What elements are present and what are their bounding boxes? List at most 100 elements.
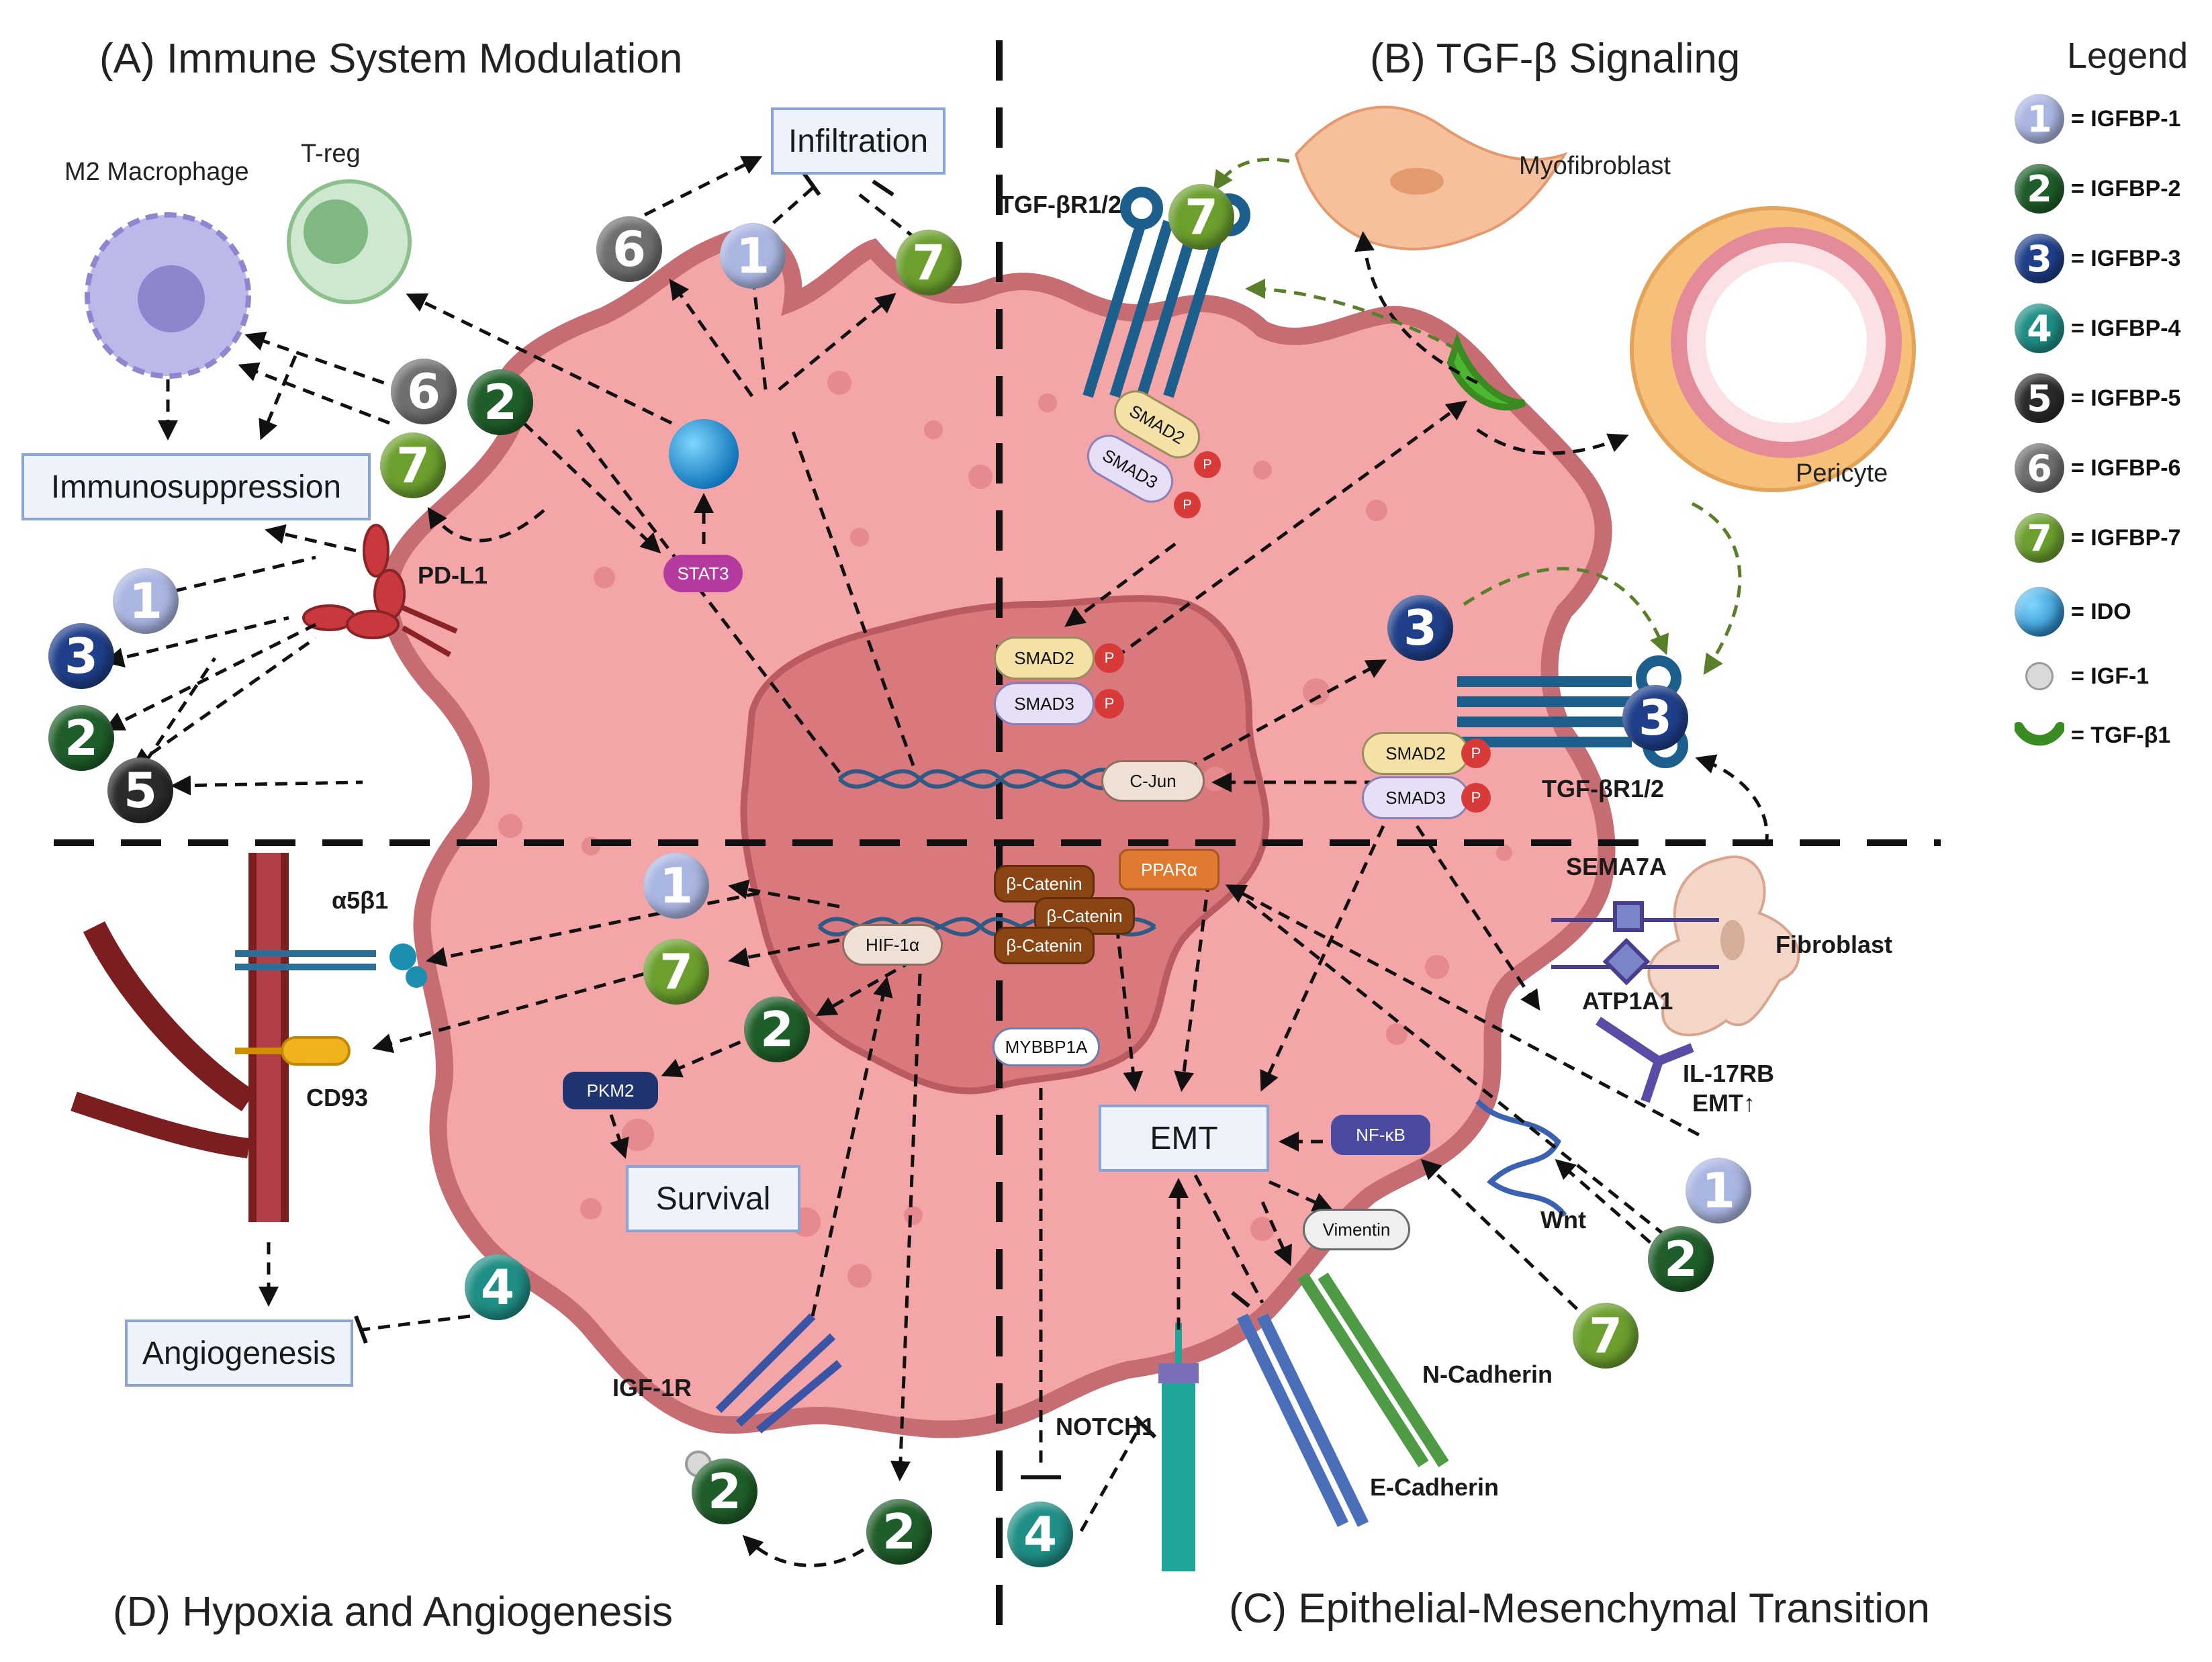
igfbp6-badge-macrophage: 6: [391, 359, 457, 424]
legend-item-ido: = IDO: [2015, 582, 2131, 642]
cd93-label: CD93: [306, 1084, 369, 1111]
phospho-right-1: P: [1461, 739, 1491, 768]
legend-ido-icon: [2015, 587, 2064, 637]
legend-label-6: = IGFBP-6: [2071, 455, 2181, 481]
igfbp2-badge-emt: 2: [1648, 1226, 1714, 1292]
smad3-nucleus-pill: SMAD3: [994, 682, 1095, 725]
legend-item-igfbp2: 2 = IGFBP-2: [2015, 158, 2180, 219]
legend-label-5: = IGFBP-5: [2071, 385, 2181, 411]
legend-item-igfbp5: 5 = IGFBP-5: [2015, 368, 2180, 428]
igfbp7-badge-infiltration: 7: [896, 230, 962, 295]
phospho-right-2: P: [1461, 783, 1491, 813]
fibroblast-cell: [1647, 856, 1800, 1037]
n-cadherin-label: N-Cadherin: [1422, 1360, 1553, 1388]
igfbp4-badge-notch: 4: [1007, 1502, 1073, 1567]
ppar-alpha-pill: PPARα: [1119, 849, 1219, 890]
legend-label-3: = IGFBP-3: [2071, 245, 2181, 271]
pericyte-vessel: [1630, 206, 1916, 492]
igfbp2-badge-hypoxia: 2: [866, 1499, 932, 1565]
e-cadherin: [1236, 1313, 1369, 1527]
notch1-label: NOTCH1: [1056, 1413, 1156, 1440]
igfbp4-badge-angiogenesis: 4: [465, 1254, 531, 1320]
legend-label-igf1: = IGF-1: [2071, 663, 2150, 689]
igfbp7-badge-macrophage: 7: [380, 432, 446, 498]
legend-label-1: = IGFBP-1: [2071, 105, 2181, 132]
legend-igf1-icon: [2015, 651, 2064, 701]
igfbp2-badge-macrophage: 2: [467, 369, 533, 435]
pkm2-pill: PKM2: [563, 1072, 658, 1109]
legend-item-tgfb1: = TGF-β1: [2015, 705, 2170, 766]
igfbp1-badge-emt: 1: [1686, 1158, 1751, 1224]
legend-label-4: = IGFBP-4: [2071, 315, 2181, 341]
m2-macrophage-label: M2 Macrophage: [64, 158, 249, 186]
beta-catenin-1: β-Catenin: [994, 865, 1095, 903]
legend-item-igfbp6: 6 = IGFBP-6: [2015, 438, 2180, 498]
emt-box: EMT: [1099, 1105, 1269, 1172]
igfbp7-badge-emt: 7: [1573, 1303, 1639, 1369]
legend-badge-7: 7: [2015, 513, 2064, 563]
legend-badge-6: 6: [2015, 443, 2064, 493]
igfbp3-badge-pdl1: 3: [48, 623, 114, 689]
nf-kb-pill: NF-κB: [1331, 1115, 1430, 1155]
notch1-receptor: [1158, 1323, 1199, 1571]
vimentin-pill: Vimentin: [1303, 1209, 1410, 1250]
igfbp7-badge-cd93: 7: [643, 939, 709, 1005]
panel-c-title: (C) Epithelial-Mesenchymal Transition: [1229, 1585, 1931, 1632]
legend-label-2: = IGFBP-2: [2071, 175, 2181, 201]
angiogenesis-box: Angiogenesis: [125, 1320, 353, 1387]
ido-sphere: [669, 419, 739, 489]
treg-label: T-reg: [301, 140, 361, 168]
sema7a-atp1a1-complex: [1551, 901, 1719, 1103]
legend-item-igfbp4: 4 = IGFBP-4: [2015, 298, 2180, 359]
igfbp1-badge-integrin: 1: [643, 853, 709, 919]
igfbp5-badge-pdl1: 5: [107, 757, 173, 823]
legend-label-ido: = IDO: [2071, 598, 2131, 625]
igfbp2-badge-pdl1: 2: [48, 705, 114, 771]
pd-l1-label: PD-L1: [418, 561, 488, 589]
igfbp3-badge-tgf: 3: [1387, 595, 1453, 661]
cd93-receptor: [235, 1036, 351, 1066]
emt-up-label: EMT↑: [1692, 1089, 1755, 1117]
dna-helix-upper: [837, 768, 1130, 790]
phospho-top-1: P: [1194, 451, 1221, 478]
alpha5beta1-label: α5β1: [332, 886, 389, 914]
mybbp1a-pill: MYBBP1A: [993, 1027, 1100, 1066]
hif-1-alpha-pill: HIF-1α: [842, 924, 943, 966]
legend-badge-3: 3: [2015, 234, 2064, 283]
treg-cell: [287, 179, 412, 304]
blood-vessel: [71, 853, 289, 1222]
signal-arrows: [103, 156, 1769, 1567]
legend-title: Legend: [2067, 36, 2188, 76]
phospho-nucleus-1: P: [1095, 643, 1124, 673]
survival-box: Survival: [626, 1165, 800, 1232]
fibroblast-label: Fibroblast: [1776, 931, 1893, 958]
legend-badge-4: 4: [2015, 304, 2064, 353]
legend-item-igf1: = IGF-1: [2015, 646, 2149, 706]
igfbp7-badge-tgf-receptor: 7: [1168, 184, 1234, 250]
tgf-receptor-right-label: TGF-βR1/2: [1542, 775, 1664, 802]
smad2-nucleus-pill: SMAD2: [994, 637, 1095, 680]
tgf-beta1-ligand: [1446, 332, 1526, 411]
igfbp6-badge-infiltration: 6: [596, 216, 662, 282]
inhibit-line-7: [858, 193, 921, 243]
alpha5beta1-integrin: [235, 943, 427, 988]
il-17rb-label: IL-17RB: [1683, 1060, 1775, 1087]
legend-badge-5: 5: [2015, 373, 2064, 423]
pericyte-label: Pericyte: [1796, 459, 1888, 488]
inhibition-bars: [354, 170, 1250, 1479]
legend-label-tgfb1: = TGF-β1: [2071, 722, 2171, 748]
tgf-arrows: [1213, 157, 1742, 675]
legend-item-igfbp1: 1 = IGFBP-1: [2015, 89, 2180, 149]
c-jun-pill: C-Jun: [1101, 760, 1205, 802]
igfbp1-badge-infiltration: 1: [720, 223, 786, 289]
beta-catenin-3: β-Catenin: [994, 927, 1095, 964]
pd-l1-protein: [302, 524, 458, 657]
legend-badge-2: 2: [2015, 164, 2064, 214]
n-cadherin: [1297, 1273, 1449, 1467]
e-cadherin-label: E-Cadherin: [1370, 1473, 1500, 1501]
igf-1r-label: IGF-1R: [612, 1374, 692, 1401]
igfbp3-badge-tgf-receptor: 3: [1622, 685, 1688, 751]
atp1a1-label: ATP1A1: [1582, 987, 1673, 1015]
